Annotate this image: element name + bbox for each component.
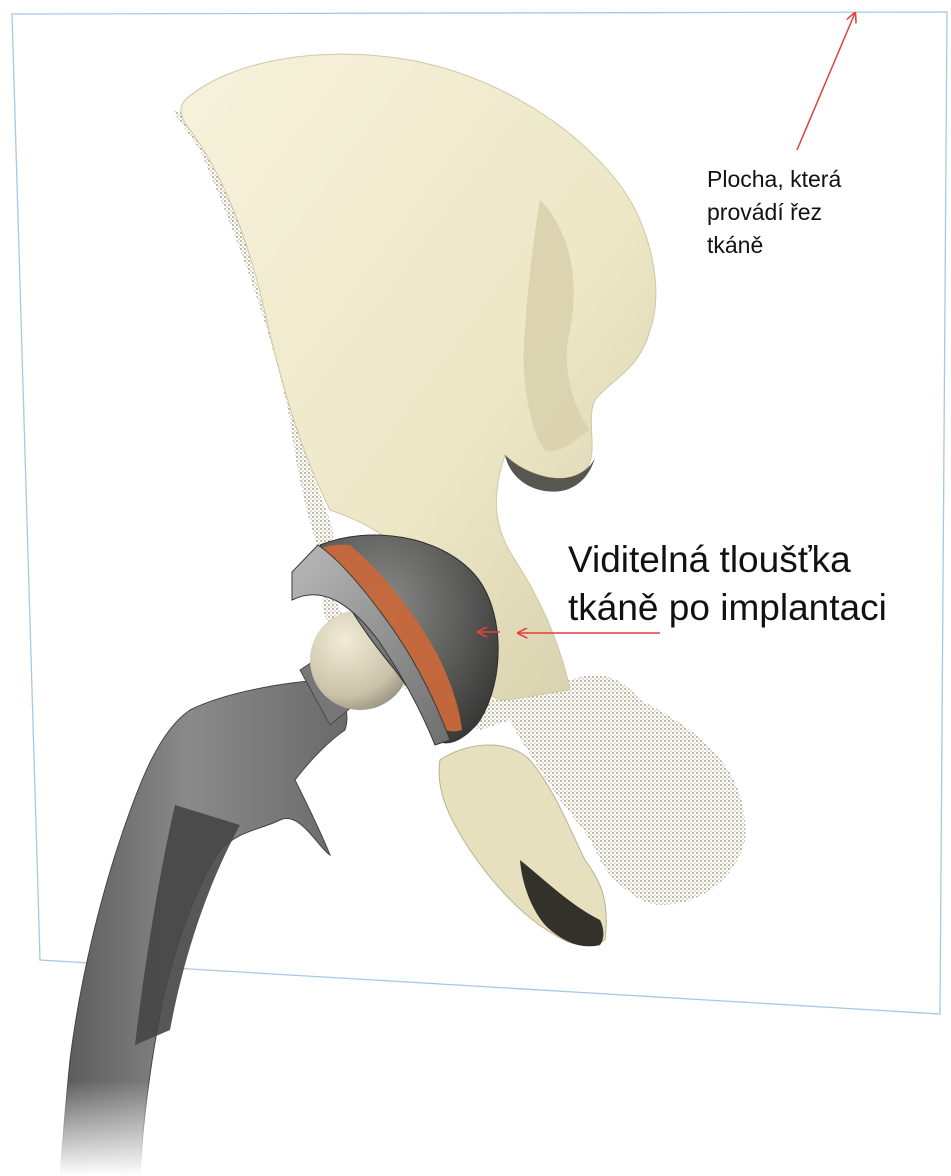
cutting-plane-label-line-2: provádí řez: [707, 196, 841, 229]
cutting-plane-label: Plocha, která provádí řez tkáně: [707, 163, 841, 262]
cutting-plane-label-line-3: tkáně: [707, 229, 841, 262]
tissue-thickness-label-line-1: Viditelná tloušťka: [568, 536, 887, 584]
tissue-thickness-label-line-2: tkáně po implantaci: [568, 584, 887, 632]
tissue-thickness-label: Viditelná tloušťka tkáně po implantaci: [568, 536, 887, 632]
stem-fade: [40, 1080, 180, 1176]
plane-pointer-arrow: [797, 13, 855, 150]
cutting-plane-label-line-1: Plocha, která: [707, 163, 841, 196]
